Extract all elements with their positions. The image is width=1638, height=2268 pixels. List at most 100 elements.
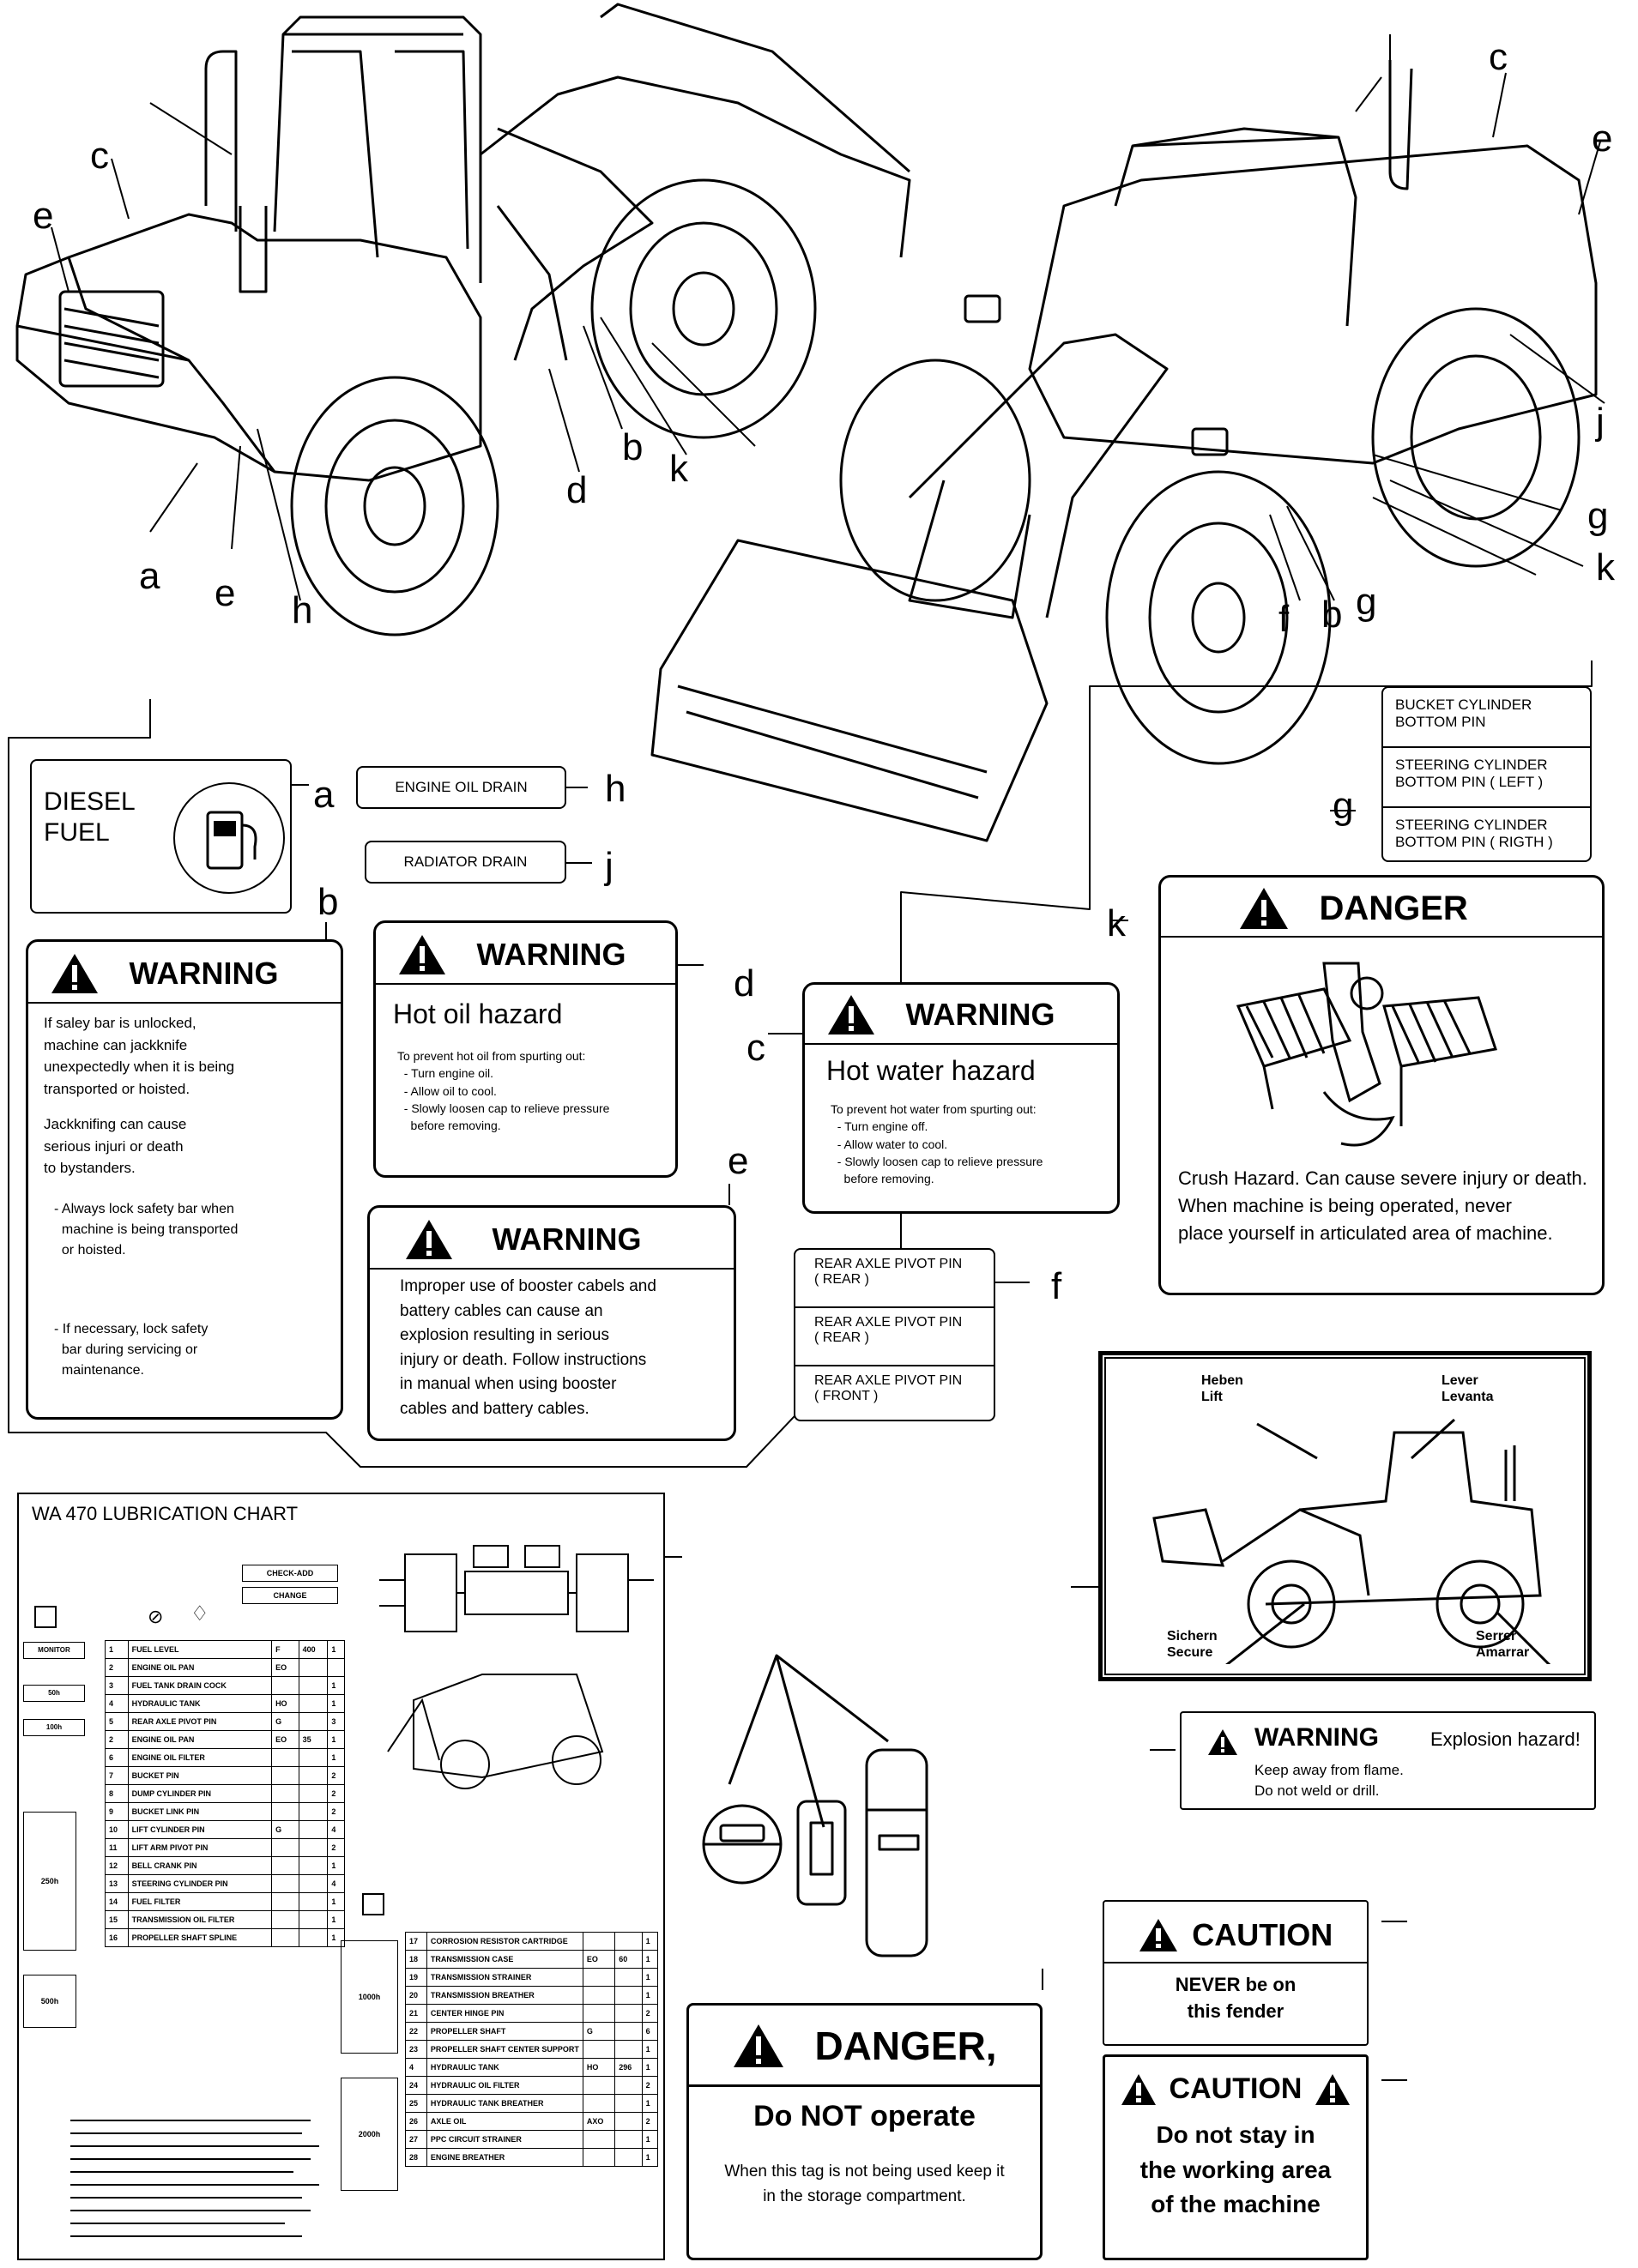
caution1-text: NEVER be on this fender — [1104, 1962, 1367, 2025]
lube-cell — [614, 2148, 643, 2167]
lube-cell — [298, 1856, 329, 1875]
label-engine-oil-drain: ENGINE OIL DRAIN — [356, 766, 566, 809]
callout-a-left: a — [139, 555, 160, 597]
lube-cell: EO — [271, 1730, 299, 1749]
label-c-letter: c — [746, 1027, 765, 1069]
lube-cell: 400 — [298, 1640, 329, 1659]
sichern-label: Sichern — [1167, 1629, 1218, 1644]
danger-do-not-operate-tag: DANGER, Do NOT operate When this tag is … — [686, 2003, 1043, 2260]
lube-cell: HYDRAULIC TANK BREATHER — [426, 2094, 583, 2113]
warning-d-header-text: WARNING — [476, 937, 626, 972]
lube-cell: 1 — [327, 1730, 345, 1749]
lube-cell — [298, 1928, 329, 1947]
callout-k-left: k — [669, 448, 688, 490]
check-add-legend: CHECK-ADD — [242, 1565, 338, 1582]
lube-cell: 14 — [105, 1892, 129, 1911]
warning-booster-cable-decal: WARNING Improper use of booster cabels a… — [367, 1205, 736, 1441]
change-legend: CHANGE — [242, 1587, 338, 1604]
lube-cell: 1 — [641, 2094, 659, 2113]
lube-cell: TRANSMISSION STRAINER — [426, 1968, 583, 1987]
danger-tag-header: DANGER, — [732, 2023, 997, 2069]
lube-cell: FUEL FILTER — [127, 1892, 273, 1911]
f-row-rear-1: REAR AXLE PIVOT PIN ( REAR ) — [795, 1250, 994, 1308]
lube-cell: REAR AXLE PIVOT PIN — [127, 1712, 273, 1731]
lube-cell: 23 — [405, 2040, 427, 2059]
lube-cell: 2 — [641, 2004, 659, 2023]
label-a-letter: a — [313, 774, 335, 816]
lube-cell: 4 — [327, 1874, 345, 1893]
lube-cell: 1 — [641, 2148, 659, 2167]
lube-cell — [614, 2022, 643, 2041]
lube-cell — [271, 1892, 299, 1911]
lube-cell — [614, 1932, 643, 1951]
warning-triangle-icon — [1121, 2073, 1157, 2105]
caution1-header: CAUTION — [1104, 1917, 1367, 1953]
lube-cell — [582, 2076, 616, 2095]
lube-cell: 6 — [641, 2022, 659, 2041]
levanta-label: Levanta — [1442, 1390, 1494, 1405]
interval-monitor: MONITOR — [23, 1642, 85, 1659]
lube-cell: ENGINE OIL PAN — [127, 1658, 273, 1677]
lube-chart-title: WA 470 LUBRICATION CHART — [32, 1503, 299, 1524]
lube-cell — [582, 2004, 616, 2023]
danger-tag-header-text: DANGER, — [814, 2024, 997, 2068]
lube-cell — [614, 2112, 643, 2131]
lube-cell: 20 — [405, 1986, 427, 2005]
lube-cell: 27 — [405, 2130, 427, 2149]
warning-e-header: WARNING — [404, 1218, 641, 1261]
lube-cell: TRANSMISSION OIL FILTER — [127, 1910, 273, 1929]
lube-cell: 25 — [405, 2094, 427, 2113]
lube-cell: 18 — [405, 1950, 427, 1969]
lube-cell — [271, 1838, 299, 1857]
callout-k-right: k — [1596, 546, 1615, 588]
lube-cell: 3 — [327, 1712, 345, 1731]
lube-cell: LIFT ARM PIVOT PIN — [127, 1838, 273, 1857]
heben-label: Heben — [1201, 1373, 1243, 1388]
warning-b-header: WARNING — [50, 952, 278, 995]
lube-cell — [271, 1910, 299, 1929]
caution-working-area-decal: CAUTION Do not stay in the working area … — [1103, 2054, 1369, 2260]
hot-water-title: Hot water hazard — [826, 1055, 1036, 1086]
lube-cell: G — [582, 2022, 616, 2041]
lube-cell: ENGINE OIL PAN — [127, 1730, 273, 1749]
lube-cell — [327, 1658, 345, 1677]
lube-cell — [298, 1802, 329, 1821]
lube-cell: 1 — [641, 1986, 659, 2005]
lube-cell: HYDRAULIC TANK — [127, 1694, 273, 1713]
lube-cell: BELL CRANK PIN — [127, 1856, 273, 1875]
lube-cell: 22 — [405, 2022, 427, 2041]
lube-cell: EO — [271, 1658, 299, 1677]
lube-cell: ENGINE BREATHER — [426, 2148, 583, 2167]
lube-cell — [614, 2004, 643, 2023]
callout-f-right: f — [1278, 598, 1290, 640]
lube-cell: 2 — [641, 2112, 659, 2131]
lube-cell: 296 — [614, 2058, 643, 2077]
lube-cell — [298, 1838, 329, 1857]
lube-chart-notes — [70, 2120, 319, 2237]
callout-b-right: b — [1321, 594, 1343, 636]
label-j-letter: j — [605, 845, 613, 887]
lube-cell: 1 — [327, 1892, 345, 1911]
lube-cell: 4 — [105, 1694, 129, 1713]
warning-jackknife-decal: WARNING If saley bar is unlocked, machin… — [26, 939, 343, 1420]
lube-cell: TRANSMISSION BREATHER — [426, 1986, 583, 2005]
diesel-line: DIESEL — [44, 787, 136, 816]
caution-fender-decal: CAUTION NEVER be on this fender — [1103, 1900, 1369, 2046]
lube-cell: 1 — [641, 2040, 659, 2059]
danger-tag-title: Do NOT operate — [753, 2100, 976, 2132]
lube-cell — [298, 1784, 329, 1803]
callout-leaders — [51, 34, 1605, 601]
